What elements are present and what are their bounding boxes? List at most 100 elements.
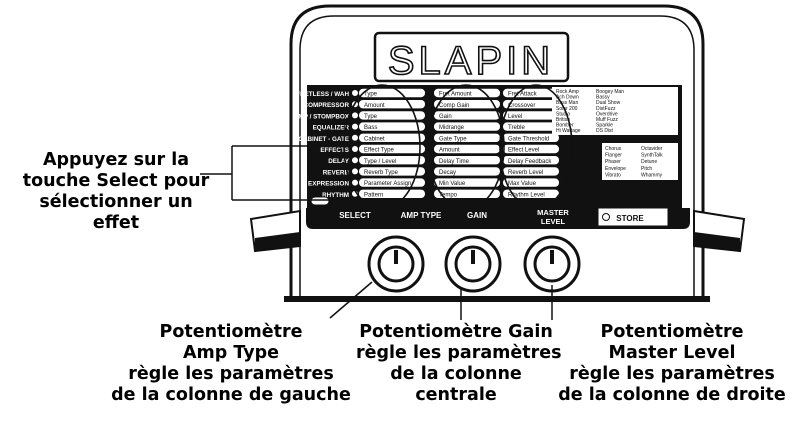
param-slot-left [359,178,425,187]
select-button[interactable]: SELECT [318,210,392,220]
param-slot-middle [434,167,500,176]
amp-model-item: Rock Amp [556,89,579,95]
effect-model-item: Detune [641,159,657,165]
effect-model-item: Flanger [605,153,622,159]
amp-model-item: DistFuzz [596,106,616,112]
param-slot-left [359,133,425,142]
param-label-left: Bass [364,125,377,131]
param-label-right: Rhythm Level [508,192,545,198]
amp-model-item: Muff Fuzz [596,117,618,123]
svg-text:SELECT: SELECT [339,211,371,220]
svg-text:AMP TYPE: AMP TYPE [401,211,442,220]
amp-type-knob[interactable] [367,235,425,293]
param-label-middle: Decay [439,170,456,176]
store-led-icon [602,213,610,221]
param-label-left: Effect Type [364,148,394,154]
param-label-middle: Min Value [439,181,466,187]
param-slot-right [503,178,559,187]
param-label-middle: Gain [439,114,452,120]
param-label-middle: Delay Time [439,159,470,165]
matrix-row: EXPRESSION Parameter Assign Min Value Max V… [308,178,559,188]
row-led-icon [351,156,359,165]
row-label: COMPRESSOR [304,102,350,109]
row-label: EXPRESSION [308,181,349,188]
param-slot-middle [434,144,500,154]
param-label-middle: Amount [439,148,460,154]
param-label-middle: Tempo [439,192,458,198]
device-base [284,296,710,302]
amp-type-leader [329,281,373,319]
param-label-left: Type [364,92,378,98]
row-label: RHYTHM [322,192,349,199]
amp-type-button[interactable]: AMP TYPE [401,211,442,220]
amp-model-item: Boogey Man [596,89,624,95]
param-slot-middle [434,100,500,109]
param-slot-right [503,156,559,165]
row-label: CABINET - GATE [298,136,349,143]
effect-model-item: SynthTalk [641,153,663,159]
left-footswitch[interactable] [249,209,301,253]
param-slot-left [359,88,425,98]
store-button[interactable]: STORE [597,207,669,227]
param-slot-right [503,122,559,131]
param-label-left: Parameter Assign [364,181,411,187]
row-label: EFFECTS [320,147,349,154]
amp-model-item: Dual Show [596,100,621,106]
master-caption: Potentiomètre Master Level règle les par… [558,322,786,405]
param-slot-right [503,111,559,120]
param-slot-left [359,144,425,154]
right-footswitch[interactable] [693,209,746,253]
gain-button[interactable]: GAIN [467,211,487,220]
effect-model-item: Chorus [605,146,622,152]
effect-model-item: Vibrato [605,172,621,178]
gain-caption: Potentiomètre Gain règle les paramètres … [356,322,562,405]
param-label-right: Delay Feedback [508,159,552,165]
master-level-knob[interactable] [523,235,581,293]
master-level-button[interactable]: MASTER LEVEL [537,208,569,226]
row-led-icon [351,167,359,176]
param-label-left: Type [364,114,378,120]
amp-model-item: British [556,117,570,123]
amp-model-item: Overdrive [596,111,618,117]
effect-model-item: Octavider [641,146,663,152]
indicator-led [310,196,330,206]
amp-type-caption: Potentiomètre Amp Type règle les paramèt… [111,322,351,405]
param-label-right: Reverb Level [508,170,543,176]
param-slot-middle [434,122,500,131]
effect-model-item: Pitch [641,166,652,172]
param-slot-middle [434,111,500,120]
row-led-icon [351,122,359,131]
param-slot-right [503,133,559,142]
param-label-left: Reverb Type [364,170,399,176]
amp-model-item: Ach Down [556,95,579,101]
display-window [373,31,570,83]
param-slot-right [503,144,559,154]
row-led-icon [351,111,359,120]
param-label-middle: Comp Gain [439,103,469,109]
amp-model-box [552,87,678,135]
param-label-right: Treble [508,125,525,131]
display-text: SLAPIN [388,39,554,83]
row-label: FRETLESS / WAH [296,91,349,98]
param-label-left: Type / Level [364,159,396,165]
row-led-icon [351,145,359,153]
param-slot-left [359,122,425,131]
gain-knob[interactable] [444,235,502,293]
svg-text:STORE: STORE [616,214,644,223]
param-label-right: Max Value [508,181,537,187]
param-label-middle: Midrange [439,125,465,131]
param-slot-middle [434,178,500,187]
param-label-right: Effect Level [508,148,539,154]
param-slot-left [359,156,425,165]
amp-model-item: DS Dist [596,128,614,134]
param-slot-right [503,167,559,176]
param-label-middle: Fret Amount [439,92,472,98]
param-slot-right [503,189,559,198]
